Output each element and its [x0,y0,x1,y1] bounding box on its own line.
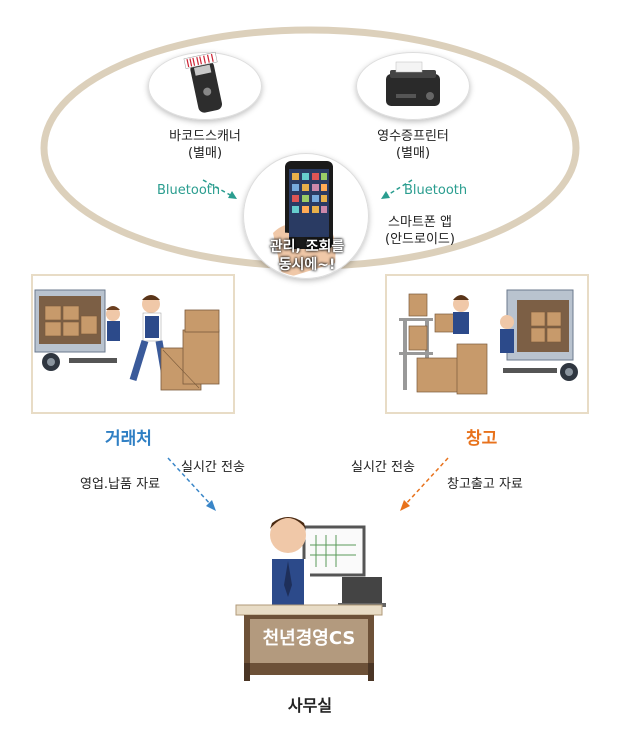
bluetooth-arrowhead-left [228,191,237,199]
office-illustration [235,517,386,681]
office-sign: 천년경영CS [262,628,356,649]
smartphone-app-line1: 스마트폰 앱 [388,215,452,230]
receipt-printer-note: (별매) [395,146,431,161]
smartphone-icon [273,161,336,277]
phone-caption: 관리, 조회를 동시에~! [253,238,361,274]
delivery-truck-icon [34,289,220,391]
client-flow-arrowhead [206,500,216,511]
bluetooth-label-right: Bluetooth [404,183,468,198]
bluetooth-arrow-left [202,179,233,197]
warehouse-label: 창고 [466,429,498,449]
desk [235,604,383,616]
client-data-label: 영업.납품 자료 [80,477,161,492]
client-flow-arrow [167,457,213,507]
laptop-icon [342,577,382,603]
phone-caption-line2: 동시에~! [278,257,336,273]
bluetooth-arrow-right [385,179,413,197]
receipt-printer-label: 영수증프린터 (별매) [356,128,470,162]
smartphone-app-label: 스마트폰 앱 (안드로이드) [372,214,468,248]
client-label: 거래처 [105,429,152,449]
smartphone-app-line2: (안드로이드) [385,232,455,247]
warehouse-illustration [385,274,589,414]
warehouse-boxes-icon [399,289,578,395]
client-realtime-label: 실시간 전송 [181,460,245,475]
barcode-scanner-label: 바코드스캐너 (별매) [150,128,260,162]
smartphone-image [243,153,369,279]
phone-caption-line1: 관리, 조회를 [269,239,345,255]
receipt-printer-name: 영수증프린터 [377,129,449,144]
bluetooth-arrowhead-right [381,191,390,199]
client-illustration [31,274,235,414]
flow-arrows [167,457,449,511]
barcode-scanner-image [148,51,262,120]
warehouse-data-label: 창고출고 자료 [447,477,523,492]
warehouse-realtime-label: 실시간 전송 [351,460,415,475]
barcode-scanner-icon [183,51,223,113]
whiteboard-icon [302,525,366,577]
bluetooth-label-left: Bluetooth [157,183,221,198]
barcode-scanner-note: (별매) [187,146,223,161]
receipt-printer-image [356,52,470,120]
warehouse-flow-arrow [403,457,449,507]
barcode-scanner-name: 바코드스캐너 [169,129,241,144]
receipt-printer-icon [386,61,440,106]
office-label: 사무실 [287,696,333,715]
warehouse-flow-arrowhead [400,500,410,511]
